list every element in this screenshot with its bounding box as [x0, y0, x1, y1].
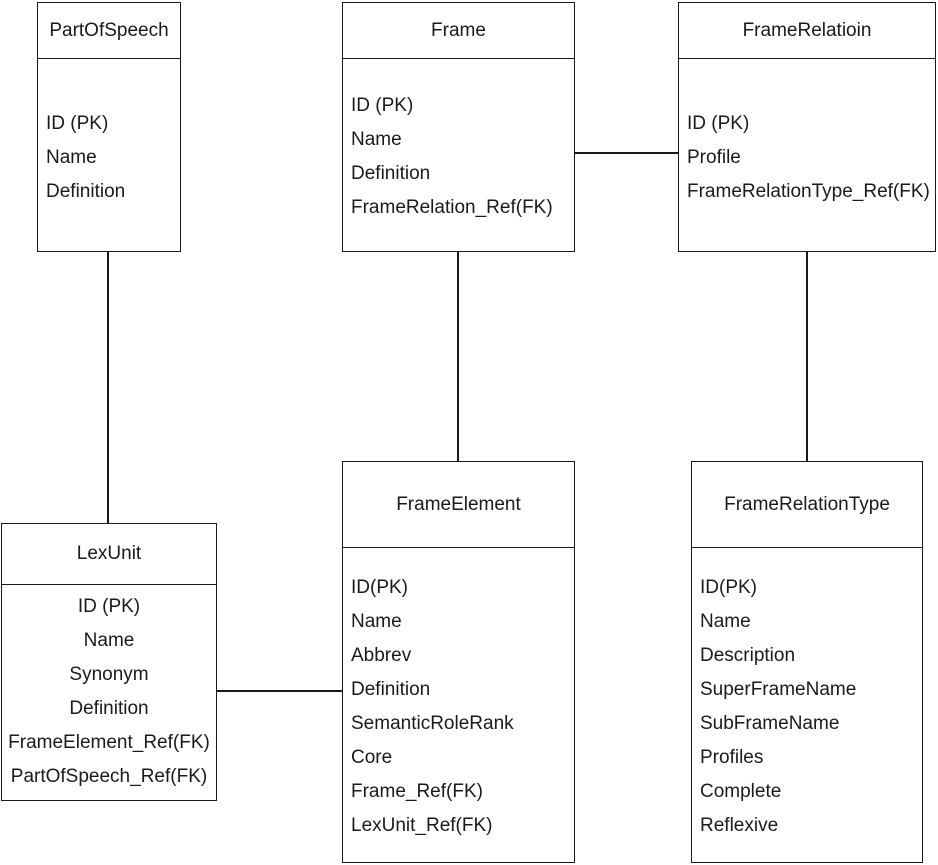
- field-profiles: Profiles: [700, 747, 764, 768]
- field-id: ID (PK): [687, 113, 750, 134]
- field-superframename: SuperFrameName: [700, 679, 857, 700]
- entity-title: FrameRelatioin: [679, 3, 935, 59]
- field-framerelation-ref: FrameRelation_Ref(FK): [351, 197, 553, 218]
- entity-lexunit[interactable]: LexUnit ID (PK) Name Synonym Definition …: [1, 523, 217, 801]
- entity-fields: ID (PK) Profile FrameRelationType_Ref(FK…: [679, 59, 935, 209]
- field-id: ID(PK): [700, 577, 757, 598]
- field-lexunit-ref: LexUnit_Ref(FK): [351, 815, 493, 836]
- entity-frameelement[interactable]: FrameElement ID(PK) Name Abbrev Definiti…: [342, 461, 575, 863]
- entity-fields: ID(PK) Name Description SuperFrameName S…: [692, 548, 922, 843]
- field-frame-ref: Frame_Ref(FK): [351, 781, 483, 802]
- field-frameelement-ref: FrameElement_Ref(FK): [8, 732, 210, 753]
- field-abbrev: Abbrev: [351, 645, 412, 666]
- field-complete: Complete: [700, 781, 782, 802]
- entity-partofspeech[interactable]: PartOfSpeech ID (PK) Name Definition: [37, 2, 181, 252]
- field-synonym: Synonym: [69, 664, 149, 685]
- field-name: Name: [83, 630, 135, 651]
- field-partofspeech-ref: PartOfSpeech_Ref(FK): [10, 766, 208, 787]
- entity-frame[interactable]: Frame ID (PK) Name Definition FrameRelat…: [342, 2, 575, 252]
- field-reflexive: Reflexive: [700, 815, 779, 836]
- field-name: Name: [46, 147, 97, 168]
- field-subframename: SubFrameName: [700, 713, 840, 734]
- field-id: ID(PK): [351, 577, 408, 598]
- field-id: ID (PK): [351, 95, 414, 116]
- entity-title: FrameElement: [343, 462, 574, 548]
- field-definition: Definition: [46, 181, 126, 202]
- entity-title: LexUnit: [2, 524, 216, 585]
- field-id: ID (PK): [77, 596, 141, 617]
- entity-title: Frame: [343, 3, 574, 59]
- field-name: Name: [700, 611, 751, 632]
- field-definition: Definition: [351, 679, 431, 700]
- field-semanticrolerank: SemanticRoleRank: [351, 713, 514, 734]
- entity-fields: ID (PK) Name Synonym Definition FrameEle…: [2, 585, 216, 794]
- entity-fields: ID(PK) Name Abbrev Definition SemanticRo…: [343, 548, 574, 843]
- field-description: Description: [700, 645, 796, 666]
- field-id: ID (PK): [46, 113, 109, 134]
- entity-fields: ID (PK) Name Definition FrameRelation_Re…: [343, 59, 574, 225]
- field-core: Core: [351, 747, 393, 768]
- entity-title: FrameRelationType: [692, 462, 922, 548]
- field-name: Name: [351, 129, 402, 150]
- field-profile: Profile: [687, 147, 741, 168]
- entity-title: PartOfSpeech: [38, 3, 180, 59]
- entity-framerelationtype[interactable]: FrameRelationType ID(PK) Name Descriptio…: [691, 461, 923, 863]
- entity-fields: ID (PK) Name Definition: [38, 59, 180, 209]
- field-definition: Definition: [69, 698, 149, 719]
- field-name: Name: [351, 611, 402, 632]
- entity-framerelation[interactable]: FrameRelatioin ID (PK) Profile FrameRela…: [678, 2, 936, 252]
- field-definition: Definition: [351, 163, 431, 184]
- field-framerelationtype-ref: FrameRelationType_Ref(FK): [687, 181, 930, 202]
